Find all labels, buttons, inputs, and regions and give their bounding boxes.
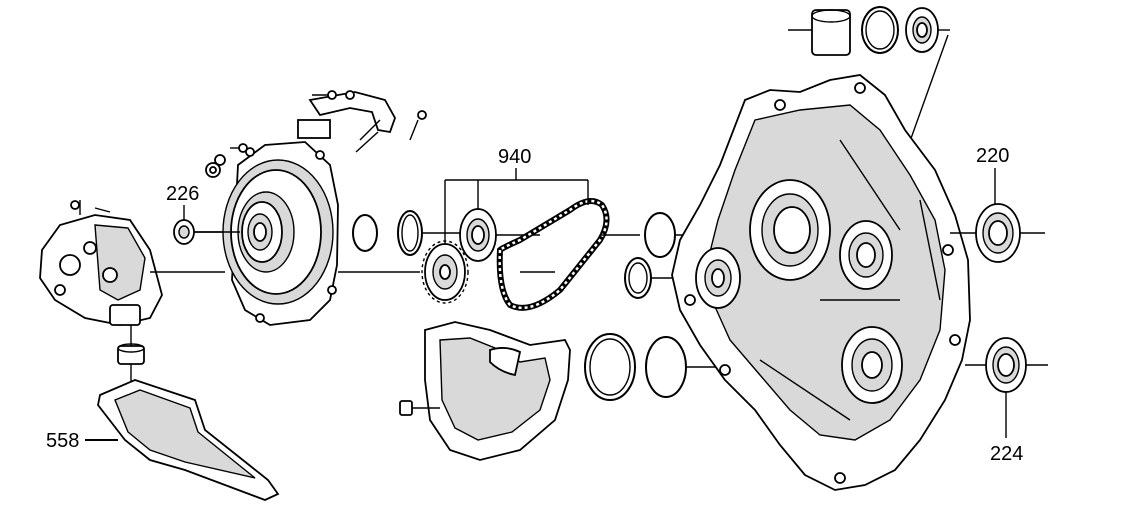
callout-224: 224	[990, 443, 1023, 465]
bolt-set	[205, 143, 248, 178]
ring-d	[624, 257, 652, 299]
oil-filter	[85, 379, 280, 501]
oil-pump-assembly	[39, 200, 163, 326]
callout-220: 220	[976, 145, 1009, 167]
ring-f	[645, 336, 687, 398]
snap-ring-a	[352, 214, 378, 252]
drive-sprocket	[421, 240, 469, 304]
callout-940-bracket	[444, 168, 589, 245]
seal-220	[950, 168, 1045, 263]
ring-e	[584, 333, 636, 401]
pump-gear-housing	[222, 141, 339, 326]
seal-226	[173, 205, 225, 245]
callout-558: 558	[46, 430, 79, 452]
callout-226: 226	[166, 183, 199, 205]
ring-c	[644, 212, 676, 258]
transmission-case	[671, 74, 971, 491]
seal-224	[965, 337, 1048, 438]
top-snap-ring	[861, 6, 899, 54]
callout-940: 940	[498, 146, 531, 168]
top-bearing-race	[788, 9, 851, 56]
sprocket-bearing	[459, 208, 497, 262]
drive-chain	[496, 198, 610, 311]
snap-ring-b	[397, 210, 423, 256]
pump-tube	[117, 325, 145, 385]
chain-guard	[399, 321, 571, 461]
pipe-assembly	[297, 90, 427, 153]
